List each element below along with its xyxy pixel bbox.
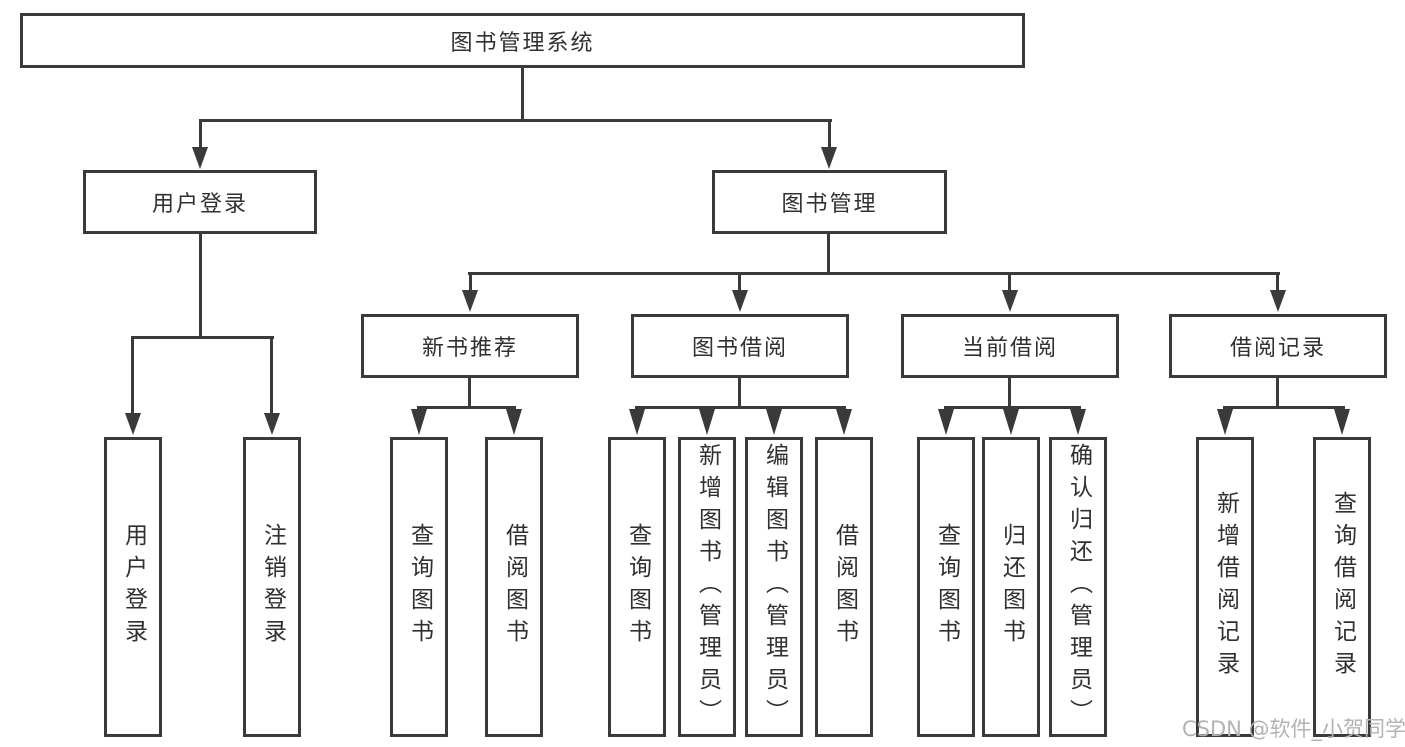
- connector-line-horizontal: [468, 272, 1280, 275]
- connector-line-horizontal: [635, 406, 846, 409]
- connector-arrowhead-down: [506, 409, 522, 435]
- node-borrowing-records: 借阅记录: [1169, 314, 1387, 378]
- connector-arrowhead-down: [125, 413, 141, 435]
- leaf-add-books-admin: 新增图书（管理员）: [678, 437, 736, 737]
- leaf-query-books: 查询图书: [608, 437, 666, 737]
- connector-arrowhead-down: [192, 147, 208, 169]
- node-current-borrowing: 当前借阅: [901, 314, 1119, 378]
- connector-arrowhead-down: [1070, 409, 1086, 435]
- connector-line-vertical: [738, 378, 741, 409]
- leaf-confirm-return-admin: 确认归还（管理员）: [1049, 437, 1107, 737]
- connector-line-vertical: [1008, 275, 1011, 290]
- connector-arrowhead-down: [411, 409, 427, 435]
- node-new-book-recommendation: 新书推荐: [361, 314, 579, 378]
- connector-line-vertical: [1276, 275, 1279, 290]
- connector-arrowhead-down: [1217, 409, 1233, 435]
- leaf-borrow-books: 借阅图书: [815, 437, 873, 737]
- connector-line-horizontal: [944, 406, 1081, 409]
- connector-line-vertical: [827, 234, 830, 275]
- watermark: CSDN @软件_小贺同学: [1182, 717, 1405, 741]
- connector-line-vertical: [521, 68, 524, 119]
- connector-line-vertical: [469, 275, 472, 290]
- connector-line-vertical: [270, 339, 273, 413]
- node-book-management: 图书管理: [712, 170, 947, 234]
- leaf-edit-books-admin: 编辑图书（管理员）: [745, 437, 803, 737]
- node-library-system-root: 图书管理系统: [20, 13, 1025, 68]
- connector-arrowhead-down: [1334, 409, 1350, 435]
- connector-arrowhead-down: [1003, 409, 1019, 435]
- connector-arrowhead-down: [836, 409, 852, 435]
- connector-arrowhead-down: [629, 409, 645, 435]
- connector-line-vertical: [1008, 378, 1011, 409]
- connector-arrowhead-down: [1002, 290, 1018, 312]
- leaf-user-login: 用户登录: [104, 437, 162, 737]
- connector-line-horizontal: [417, 406, 516, 409]
- leaf-query-books: 查询图书: [390, 437, 448, 737]
- connector-line-horizontal: [131, 336, 274, 339]
- connector-line-vertical: [131, 339, 134, 413]
- leaf-add-borrow-record: 新增借阅记录: [1196, 437, 1254, 737]
- connector-line-vertical: [1276, 378, 1279, 409]
- node-user-login: 用户登录: [83, 170, 317, 234]
- connector-arrowhead-down: [462, 290, 478, 312]
- leaf-query-books: 查询图书: [917, 437, 975, 737]
- connector-line-vertical: [828, 122, 831, 147]
- connector-arrowhead-down: [264, 413, 280, 435]
- connector-arrowhead-down: [1270, 290, 1286, 312]
- connector-line-vertical: [199, 122, 202, 147]
- connector-arrowhead-down: [821, 147, 837, 169]
- connector-arrowhead-down: [938, 409, 954, 435]
- connector-arrowhead-down: [732, 290, 748, 312]
- connector-line-horizontal: [199, 119, 832, 122]
- connector-arrowhead-down: [766, 409, 782, 435]
- connector-line-horizontal: [1223, 406, 1345, 409]
- leaf-logout: 注销登录: [243, 437, 301, 737]
- connector-arrowhead-down: [699, 409, 715, 435]
- connector-line-vertical: [468, 378, 471, 409]
- node-book-borrowing: 图书借阅: [631, 314, 849, 378]
- leaf-borrow-books: 借阅图书: [485, 437, 543, 737]
- leaf-return-books: 归还图书: [982, 437, 1040, 737]
- connector-line-vertical: [199, 234, 202, 336]
- connector-line-vertical: [738, 275, 741, 290]
- leaf-query-borrow-record: 查询借阅记录: [1313, 437, 1371, 737]
